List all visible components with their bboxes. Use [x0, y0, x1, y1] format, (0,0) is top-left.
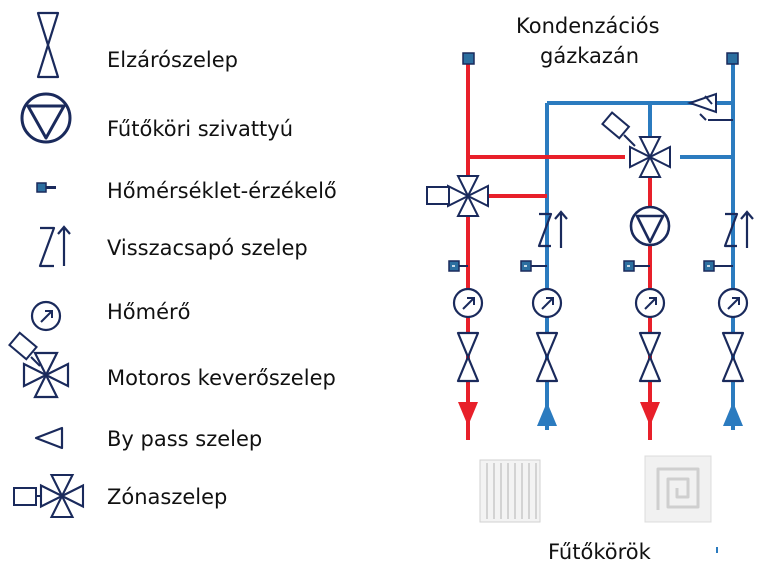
piping — [462, 52, 739, 440]
motorized-mixing-valve-icon — [8, 331, 70, 399]
heating-pump — [629, 205, 671, 247]
shutoff-valve-icon — [36, 11, 60, 79]
check-valve-2 — [723, 210, 755, 250]
check-valve-icon — [38, 225, 71, 268]
circuits-label: Fűtőkörök — [548, 540, 651, 564]
shutoff-valve-2 — [535, 331, 559, 383]
legend-label-zone-valve: Zónaszelep — [107, 485, 228, 509]
mixing-valve — [601, 111, 671, 178]
supply-arrow-right — [640, 402, 660, 426]
thermometer-1 — [452, 287, 484, 319]
temperature-sensor-1 — [448, 260, 468, 272]
heating-pump-icon — [20, 92, 72, 144]
floor-heating-image — [644, 455, 712, 523]
legend-label-shutoff-valve: Elzárószelep — [107, 48, 238, 72]
check-valve-1 — [537, 210, 569, 250]
bypass-valve-icon — [34, 426, 64, 450]
thermometer-3 — [634, 287, 666, 319]
temperature-sensor-3 — [623, 260, 650, 272]
return-arrow-left — [537, 402, 557, 426]
legend-label-temperature-sensor: Hőmérséklet-érzékelő — [107, 179, 337, 203]
temperature-sensor-icon — [36, 182, 56, 193]
legend-label-check-valve: Visszacsapó szelep — [107, 236, 308, 260]
temperature-sensor-4 — [703, 260, 733, 272]
boiler-title-line2: gázkazán — [540, 44, 640, 68]
legend-label-mixing-valve: Motoros keverőszelep — [107, 366, 336, 390]
zone-valve-icon — [13, 473, 85, 519]
small-mark — [716, 547, 718, 553]
temperature-sensor-2 — [520, 260, 547, 272]
supply-arrow-left — [458, 402, 478, 426]
boiler-title-line1: Kondenzációs — [516, 14, 660, 38]
bypass-valve — [686, 92, 733, 121]
return-arrow-right — [723, 402, 743, 426]
shutoff-valve-4 — [721, 331, 745, 383]
thermometer-2 — [531, 287, 563, 319]
zone-valve — [426, 175, 489, 217]
shutoff-valve-1 — [456, 331, 480, 383]
shutoff-valve-3 — [638, 331, 662, 383]
legend-label-bypass-valve: By pass szelep — [107, 427, 263, 451]
radiator-image — [479, 459, 541, 523]
legend-label-heating-pump: Fűtőköri szivattyú — [107, 117, 294, 141]
thermometer-icon — [30, 300, 62, 332]
thermometer-4 — [717, 287, 749, 319]
legend-label-thermometer: Hőmérő — [107, 300, 191, 324]
